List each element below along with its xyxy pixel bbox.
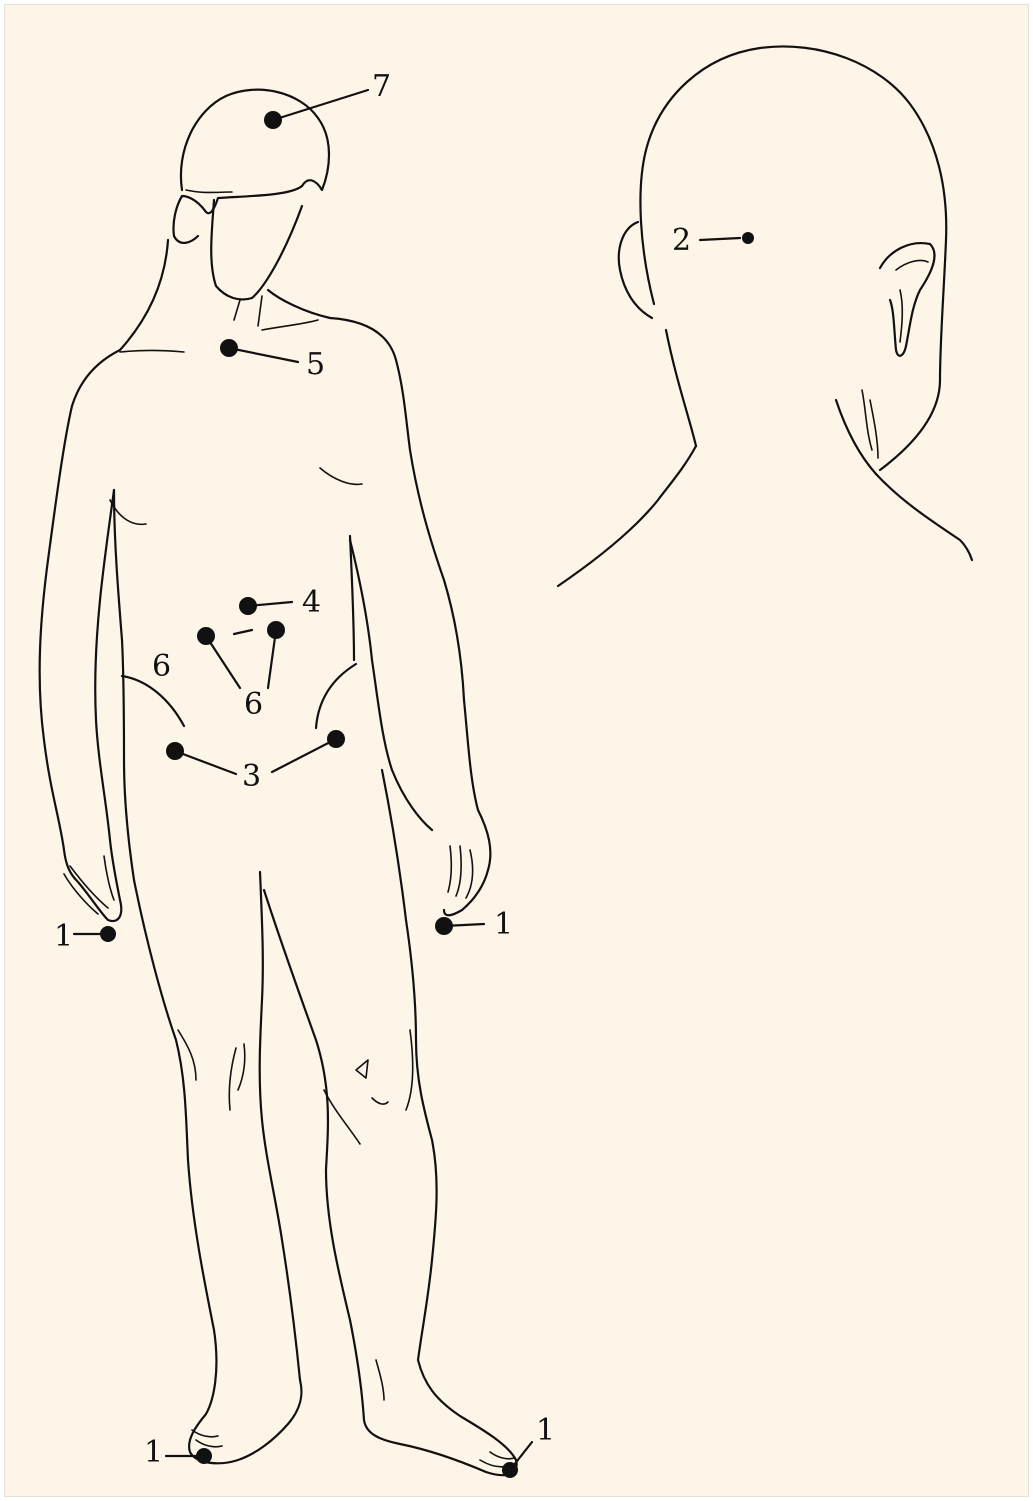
- head-outline: [173, 90, 329, 243]
- label-1-left-hand: 1: [54, 919, 73, 954]
- neck-left: [120, 240, 168, 350]
- neck-back-right: [836, 400, 876, 474]
- left-leg-inner: [260, 872, 300, 1380]
- marker-1-left-hand: 1: [54, 919, 116, 954]
- neck-tendon: [234, 296, 318, 330]
- marker-5-leader: [229, 348, 298, 362]
- navel-mark: [234, 630, 252, 634]
- torso-left-side: [114, 490, 134, 880]
- chest-line: [110, 468, 362, 524]
- shoulder-back-left: [558, 446, 696, 586]
- label-3: 3: [242, 759, 261, 794]
- neck-right: [268, 290, 330, 318]
- label-4: 4: [302, 585, 321, 620]
- right-hand-fingers: [448, 846, 473, 898]
- right-ear-inner: [896, 260, 928, 342]
- left-leg-outer: [134, 880, 302, 1463]
- neck-hair: [862, 390, 878, 458]
- label-1-left-foot: 1: [144, 1435, 163, 1470]
- right-ear: [880, 243, 935, 356]
- marker-2: 2: [672, 223, 754, 258]
- marker-5: 5: [220, 339, 325, 382]
- label-1-right-hand: 1: [494, 907, 513, 942]
- marker-7: 7: [264, 69, 391, 129]
- back-head-figure: [558, 46, 972, 586]
- right-shin-detail: [376, 1360, 384, 1400]
- right-knee-detail: [324, 1030, 413, 1144]
- label-5: 5: [306, 347, 325, 382]
- right-leg-outer: [382, 770, 437, 1360]
- marker-6-left-leader: [206, 636, 240, 688]
- left-knee-detail: [178, 1030, 245, 1110]
- shoulder-back-right: [876, 474, 972, 560]
- marker-3: 3: [166, 730, 345, 794]
- face-outline: [211, 200, 302, 300]
- right-hip-line: [316, 664, 356, 728]
- marker-3-left-leader: [175, 751, 236, 774]
- label-1-right-foot: 1: [536, 1413, 555, 1448]
- left-toes: [192, 1430, 222, 1447]
- left-hand-fingers: [64, 856, 114, 914]
- label-7: 7: [372, 69, 391, 104]
- marker-2-leader: [700, 238, 740, 240]
- front-figure: [40, 90, 517, 1475]
- left-shoulder-arm: [40, 350, 122, 921]
- right-inner-arm: [350, 540, 432, 830]
- label-2: 2: [672, 223, 691, 258]
- marker-1-left-foot: 1: [144, 1435, 212, 1470]
- neck-back-left: [666, 330, 696, 446]
- hair-strand: [186, 190, 232, 193]
- marker-2-dot: [742, 232, 754, 244]
- marker-6-right-leader: [268, 630, 276, 688]
- marker-1-right-foot: 1: [502, 1413, 555, 1478]
- label-6-abdomen: 6: [244, 687, 263, 722]
- collar-line: [120, 351, 184, 353]
- label-6-side: 6: [152, 649, 171, 684]
- marker-1-right-hand: 1: [435, 907, 513, 942]
- marker-4: 4: [239, 585, 321, 620]
- marker-3-right-leader: [272, 739, 336, 772]
